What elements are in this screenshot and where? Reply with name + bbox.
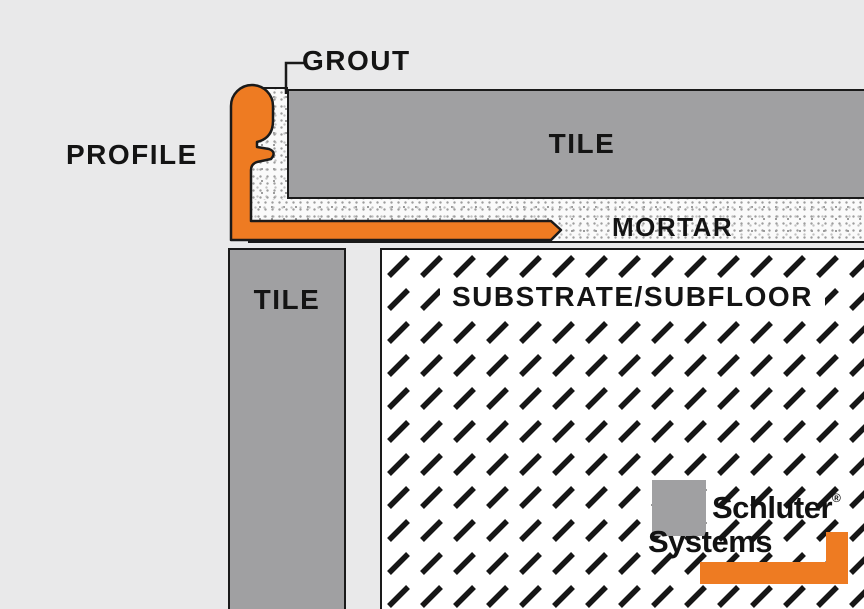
logo-orange-profile-horizontal-icon	[700, 562, 848, 584]
mortar-label: MORTAR	[612, 212, 734, 242]
registered-trademark-icon: ®	[832, 491, 841, 505]
logo-schluter-text: Schluter	[712, 490, 833, 525]
logo-wordmark-line2: Systems	[648, 524, 773, 559]
grout-label: GROUT	[302, 45, 411, 76]
substrate-area: SUBSTRATE/SUBFLOOR	[380, 248, 864, 609]
logo-orange-profile-vertical-icon	[826, 532, 848, 584]
schluter-systems-logo: Schluter® Systems	[648, 476, 852, 590]
logo-gray-square-icon	[652, 480, 706, 536]
left-tile-label: TILE	[253, 284, 321, 315]
top-tile: TILE	[287, 89, 864, 199]
mortar-band	[248, 199, 864, 243]
logo-wordmark-line1: Schluter®	[712, 492, 841, 523]
profile-label: PROFILE	[66, 139, 198, 170]
left-tile: TILE	[228, 248, 346, 609]
top-tile-label: TILE	[548, 128, 616, 159]
substrate-label: SUBSTRATE/SUBFLOOR	[440, 278, 825, 317]
